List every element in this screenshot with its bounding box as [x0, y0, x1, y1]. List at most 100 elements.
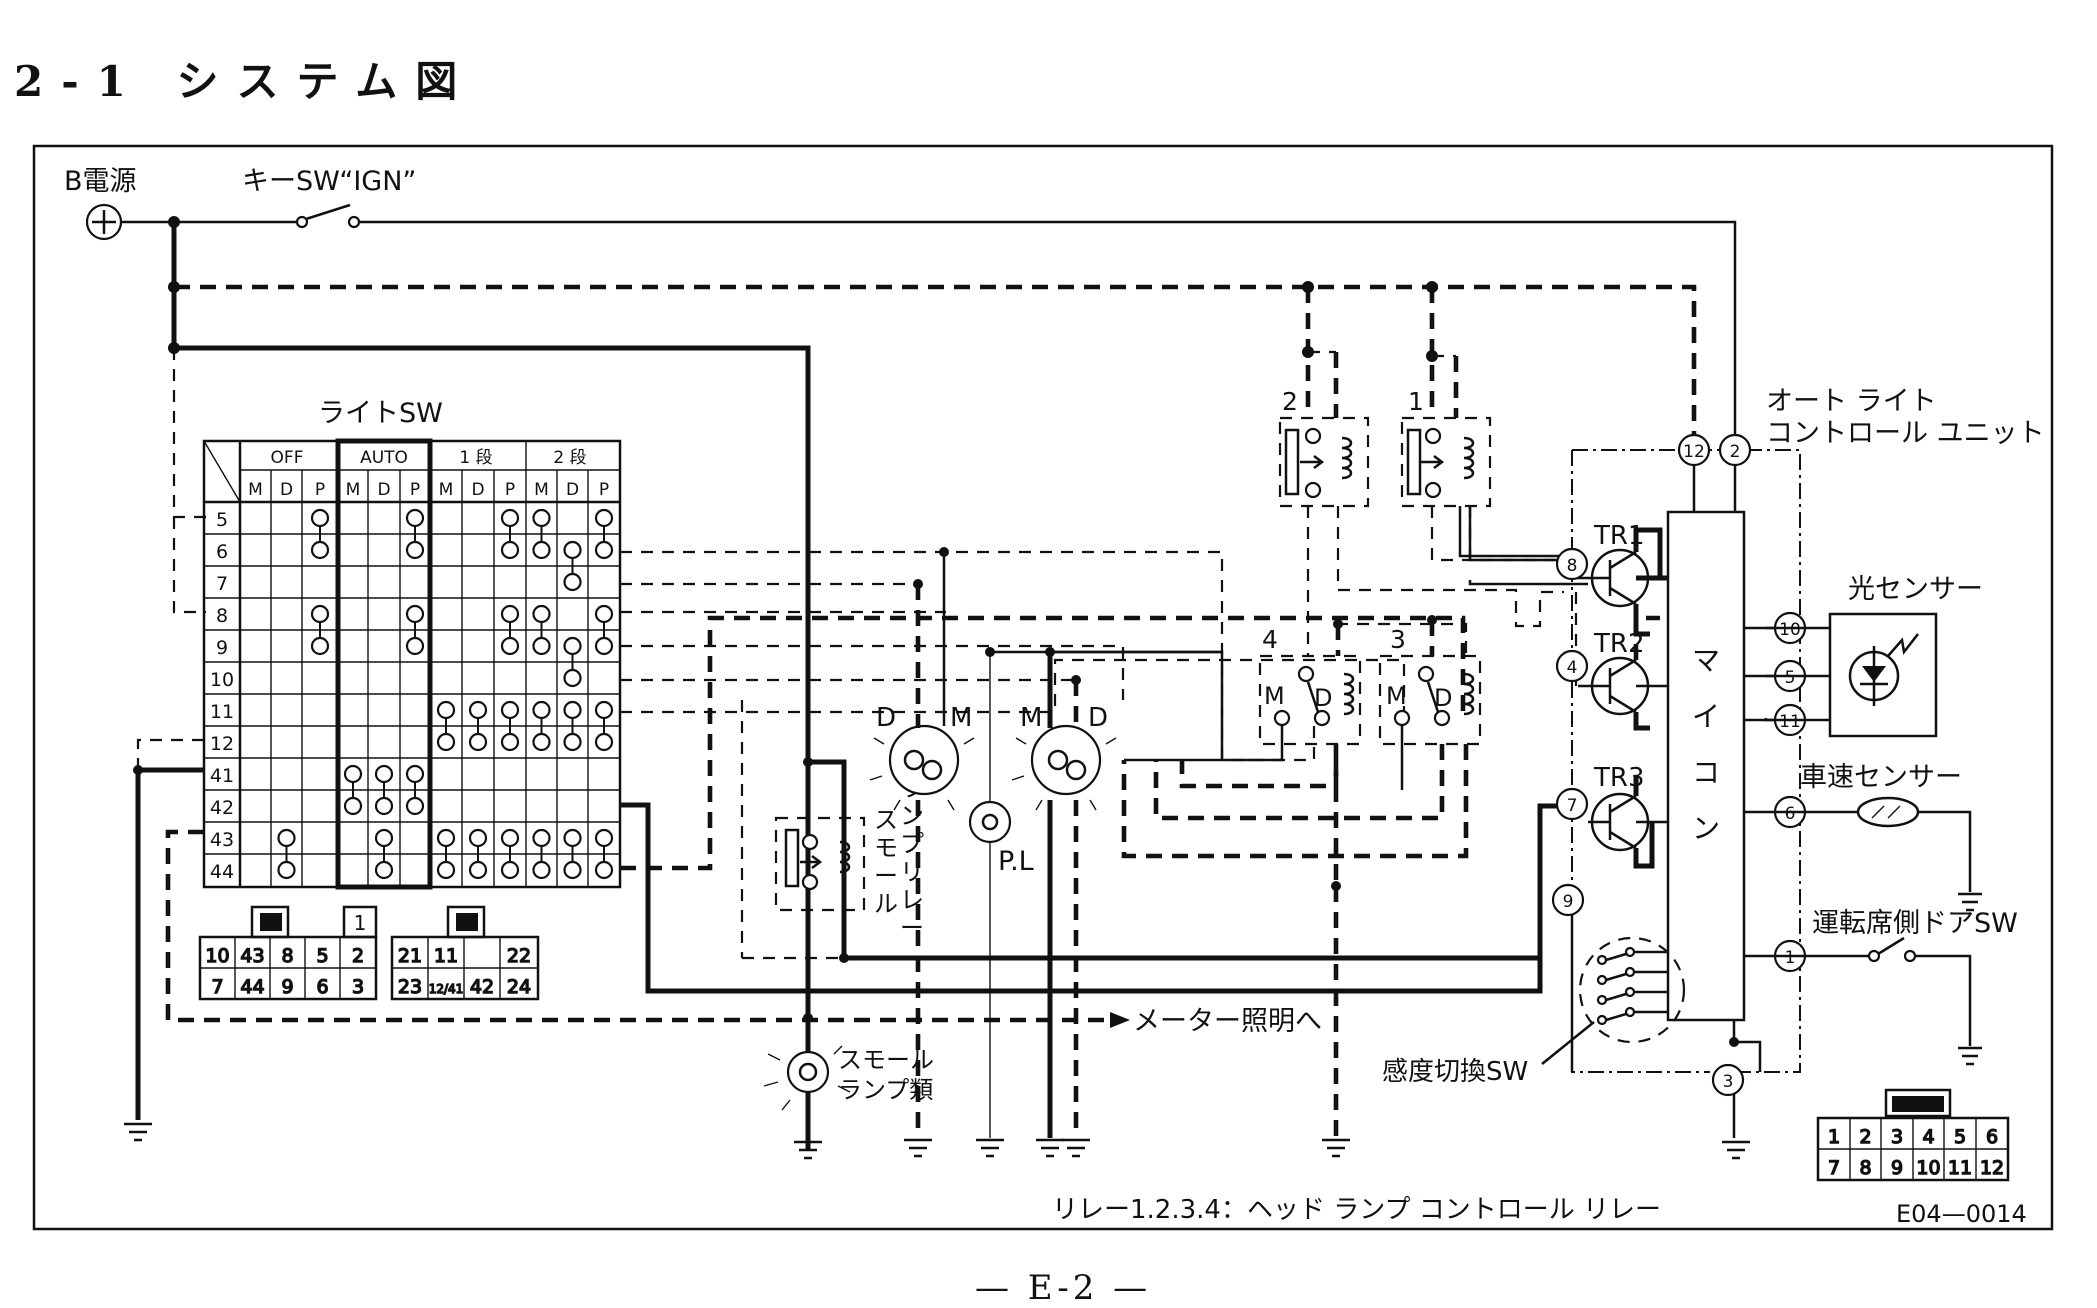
- door-sw-label: 運転席側ドアSW: [1812, 908, 2018, 939]
- transistor-tr3-icon: [1588, 792, 1668, 852]
- ground-icon-2: [794, 1140, 822, 1160]
- pin-label: 42: [470, 976, 494, 998]
- switch-contact-icon: [532, 700, 551, 720]
- switch-contact-icon: [468, 828, 488, 848]
- key-switch-blade: [305, 203, 351, 221]
- subcol-label: M: [248, 480, 263, 500]
- switch-contact-icon: [594, 828, 614, 848]
- switch-contact-icon: [374, 828, 394, 848]
- row-label: 8: [216, 605, 228, 627]
- switch-contact-icon: [532, 540, 551, 560]
- subcol-label: D: [471, 480, 484, 500]
- transistor-tr1-icon: [1588, 548, 1668, 608]
- svg-text:M: M: [1386, 682, 1407, 710]
- group-off: OFF: [271, 448, 304, 468]
- unit-pin: [1711, 1063, 1745, 1097]
- pin-label: 6: [316, 976, 328, 998]
- svg-text:D: D: [1314, 684, 1332, 712]
- unit-boundary: [1572, 449, 1801, 1073]
- switch-contact-icon: [310, 508, 330, 528]
- pin-label: 6: [1986, 1126, 1998, 1148]
- relay-2: [1278, 416, 1370, 508]
- switch-contact-icon: [532, 860, 551, 880]
- switch-contact-icon: [500, 732, 520, 752]
- switch-contact-icon: [500, 860, 520, 880]
- pin-label: 12/41: [429, 982, 464, 996]
- switch-contact-icon: [500, 604, 520, 624]
- svg-text:M: M: [1020, 703, 1042, 733]
- speed-sensor-icon: [1856, 796, 1920, 828]
- b-source-label: B電源: [64, 166, 137, 197]
- pin-label: 43: [240, 945, 264, 967]
- row-label: 41: [210, 765, 234, 787]
- switch-contact-icon: [436, 732, 456, 752]
- unit-pin-label: 11: [1779, 712, 1801, 732]
- subcol-label: D: [280, 480, 293, 500]
- svg-text:2: 2: [1282, 387, 1298, 416]
- svg-text:3: 3: [1390, 625, 1406, 654]
- unit-pin-label: 3: [1723, 1072, 1734, 1092]
- switch-contact-icon: [436, 828, 456, 848]
- switch-contact-icon: [468, 700, 488, 720]
- small-relay-label: スモール: [874, 806, 898, 918]
- unit-pin-label: 8: [1567, 556, 1578, 576]
- svg-text:4: 4: [1262, 625, 1278, 654]
- switch-contact-icon: [405, 636, 425, 656]
- pin-label: 23: [398, 976, 422, 998]
- switch-contact-icon: [405, 540, 425, 560]
- pin-label: 10: [1916, 1157, 1940, 1179]
- auto-column-highlight: [335, 438, 433, 890]
- switch-contact-icon: [468, 860, 488, 880]
- door-switch-icon: [1867, 949, 1881, 963]
- ground-icon-4: [1722, 1140, 1750, 1160]
- switch-contact-icon: [594, 604, 614, 624]
- switch-contact-icon: [532, 604, 551, 624]
- switch-contact-icon: [405, 604, 425, 624]
- switch-contact-icon: [563, 572, 582, 592]
- relay-1: [1400, 416, 1492, 508]
- switch-contact-icon: [468, 732, 488, 752]
- unit-pin: [1555, 649, 1589, 683]
- unit-pin: [1718, 433, 1752, 467]
- switch-contact-icon: [405, 796, 425, 816]
- unit-pin-label: 9: [1563, 892, 1574, 912]
- pin-label: 5: [316, 945, 328, 967]
- switch-contact-icon: [532, 636, 551, 656]
- subcol-label: P: [410, 480, 420, 500]
- switch-contact-icon: [405, 508, 425, 528]
- relay-4: M D: [1258, 654, 1362, 746]
- page-title: 2-1 システム図: [14, 57, 476, 106]
- pin-label: 10: [205, 945, 229, 967]
- svg-text:ランプリレー: ランプリレー: [900, 774, 924, 942]
- pin-label: 9: [1891, 1157, 1903, 1179]
- row-label: 10: [210, 669, 234, 691]
- switch-contact-icon: [532, 508, 551, 528]
- subcol-label: P: [505, 480, 515, 500]
- pilot-lamp-icon: [968, 800, 1012, 844]
- switch-contact-icon: [500, 828, 520, 848]
- sensitivity-switch-icon: [1578, 936, 1686, 1044]
- headlamp-right-icon: [1011, 724, 1117, 811]
- switch-contact-icon: [500, 540, 520, 560]
- ground-icon-6: [1958, 1046, 1982, 1066]
- micon-box: [1666, 510, 1746, 1022]
- switch-contact-icon: [500, 700, 520, 720]
- key-sw-label: キーSW“IGN”: [242, 166, 416, 197]
- pin-label: 8: [1859, 1157, 1871, 1179]
- subcol-label: P: [315, 480, 325, 500]
- pin-label: 22: [507, 945, 531, 967]
- relay-note: リレー1.2.3.4：ヘッド ランプ コントロール リレー: [1052, 1195, 1661, 1225]
- subcol-label: M: [346, 480, 361, 500]
- light-sensor-box: [1828, 612, 1938, 738]
- unit-pin-label: 6: [1785, 804, 1796, 824]
- unit-pin-label: 7: [1567, 796, 1578, 816]
- svg-text:M: M: [1264, 682, 1285, 710]
- switch-contact-icon: [532, 732, 551, 752]
- switch-contact-icon: [594, 508, 614, 528]
- pin-label: 11: [1948, 1157, 1972, 1179]
- switch-contact-icon: [594, 860, 614, 880]
- svg-text:1: 1: [354, 911, 367, 935]
- switch-contact-icon: [594, 540, 614, 560]
